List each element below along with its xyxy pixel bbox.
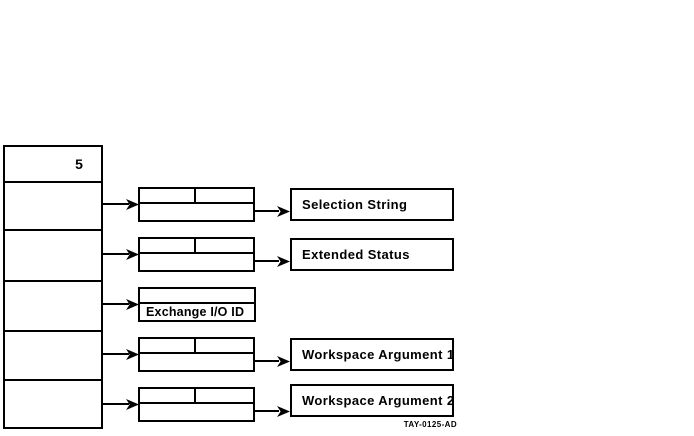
connector-line [255,210,279,212]
control-block-cell [5,231,101,282]
connector-line [103,253,129,255]
right-arrowhead-icon [126,199,139,210]
descriptor-cell-divider [140,239,196,252]
descriptor-cell-divider [140,389,196,402]
descriptor-box [138,387,255,422]
right-arrowhead-icon [126,349,139,360]
descriptor-box [138,187,255,222]
exchange-io-id-box: Exchange I/O ID [138,287,256,322]
descriptor-top-row [140,389,253,404]
target-box-extended-status: Extended Status [290,238,454,271]
descriptor-top-row [140,189,253,204]
right-arrowhead-icon [126,249,139,260]
descriptor-top-row [140,239,253,254]
descriptor-box [138,237,255,272]
connector-line [103,303,129,305]
target-label: Workspace Argument 2 [302,393,455,408]
descriptor-box [138,337,255,372]
descriptor-cell-divider [140,339,196,352]
connector-line [255,410,279,412]
descriptor-top-row [140,339,253,354]
connector-line [103,403,129,405]
target-box-workspace-argument-1: Workspace Argument 1 [290,338,454,371]
right-arrowhead-icon [277,406,290,417]
control-block: 5 [3,145,103,429]
connector-line [255,360,279,362]
control-block-cell [5,183,101,231]
right-arrowhead-icon [277,356,290,367]
target-label: Selection String [302,197,408,212]
exchange-io-id-label: Exchange I/O ID [146,305,245,319]
right-arrowhead-icon [126,399,139,410]
connector-line [103,353,129,355]
connector-line [103,203,129,205]
control-block-cell [5,332,101,381]
right-arrowhead-icon [126,299,139,310]
control-block-header-cell: 5 [5,147,101,183]
right-arrowhead-icon [277,256,290,267]
right-arrowhead-icon [277,206,290,217]
target-label: Extended Status [302,247,410,262]
target-box-workspace-argument-2: Workspace Argument 2 [290,384,454,417]
control-block-cell [5,282,101,332]
target-box-selection-string: Selection String [290,188,454,221]
control-block-header-value: 5 [75,156,83,172]
descriptor-cell-divider [140,189,196,202]
control-block-cell [5,381,101,427]
descriptor-top-row [140,289,254,304]
target-label: Workspace Argument 1 [302,347,455,362]
figure-code: TAY-0125-AD [403,420,457,429]
connector-line [255,260,279,262]
